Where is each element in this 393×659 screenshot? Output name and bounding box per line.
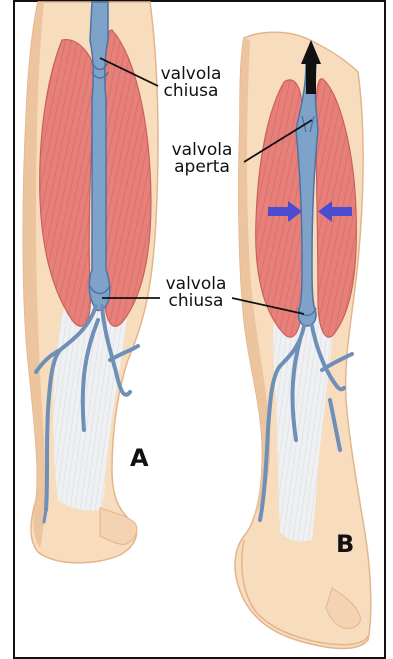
label-line-2: chiusa: [155, 293, 237, 310]
panel-label-b: B: [336, 530, 354, 558]
label-valve-open: valvola aperta: [162, 142, 242, 176]
label-line-2: chiusa: [150, 83, 232, 100]
leg-a-vein: [89, 2, 110, 311]
label-valve-closed-top: valvola chiusa: [150, 66, 232, 100]
label-line-2: aperta: [162, 159, 242, 176]
panel-label-a: A: [130, 444, 149, 472]
label-valve-closed-middle: valvola chiusa: [155, 276, 237, 310]
